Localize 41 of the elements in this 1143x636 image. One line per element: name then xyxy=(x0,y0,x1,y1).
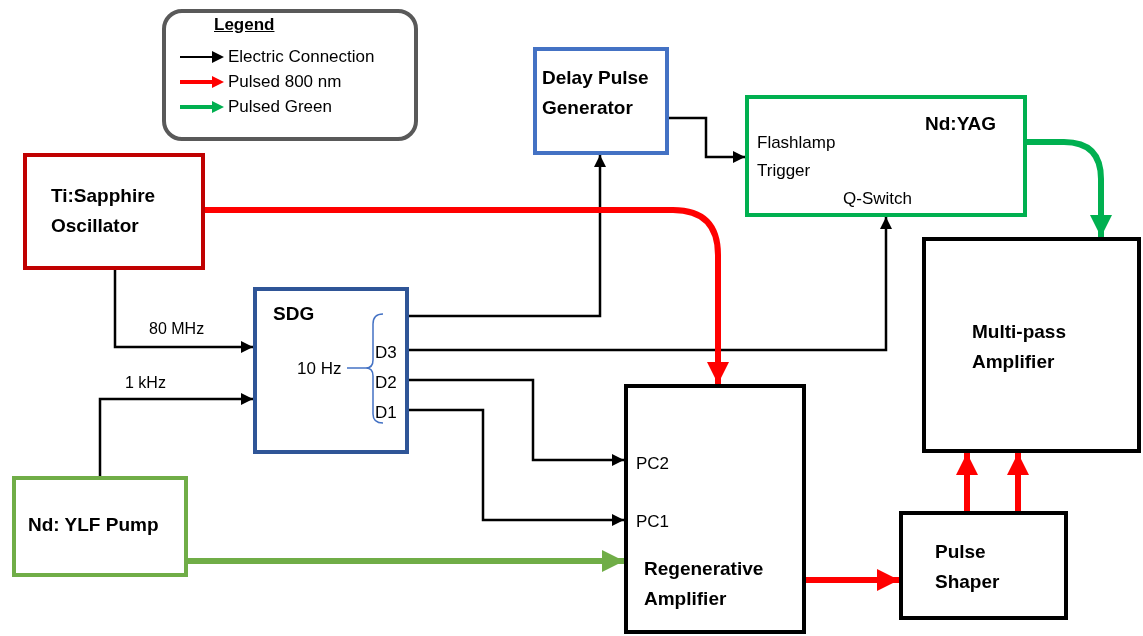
box-title: Delay Pulse Generator xyxy=(542,66,650,120)
legend-title: Legend xyxy=(214,14,275,36)
arrow xyxy=(409,378,624,466)
box-title: Ti:Sapphire Oscillator xyxy=(51,184,157,238)
box-label: Regenerative Amplifier xyxy=(644,557,765,611)
generator-box xyxy=(533,47,669,155)
box-label: Q-Switch xyxy=(843,188,912,210)
arrow xyxy=(669,116,745,163)
box-label: Flashlamp Trigger xyxy=(757,132,837,182)
arrow xyxy=(1007,453,1029,511)
port-label: D3 xyxy=(375,342,397,364)
arrow xyxy=(113,270,253,353)
oscillator-box xyxy=(23,153,205,270)
box-label: 10 Hz xyxy=(297,358,342,380)
arrow xyxy=(205,207,729,384)
arrow xyxy=(409,217,892,352)
arrow xyxy=(409,155,606,318)
port-label: D1 xyxy=(375,402,397,424)
generator-box xyxy=(253,287,409,454)
arrow xyxy=(409,408,624,526)
legend-text: Electric Connection xyxy=(228,46,375,68)
arrow xyxy=(188,550,624,572)
arrow xyxy=(1027,139,1112,237)
amplifier-box xyxy=(922,237,1141,453)
box-title: Nd:YAG xyxy=(925,112,998,136)
pump-laser-box xyxy=(12,476,188,577)
box-title: SDG xyxy=(273,302,316,326)
shaper-box xyxy=(899,511,1068,620)
port-label: D2 xyxy=(375,372,397,394)
box-label: PC1 xyxy=(636,511,670,533)
box-title: Pulse Shaper xyxy=(935,540,1001,594)
box-label: PC2 xyxy=(636,453,670,475)
box-title: Nd: YLF Pump xyxy=(28,513,160,537)
arrow xyxy=(806,569,899,591)
arrow xyxy=(98,393,253,476)
legend-text: Pulsed Green xyxy=(228,96,332,118)
box-title: Multi-pass Amplifier xyxy=(972,320,1067,374)
laser-box xyxy=(745,95,1027,217)
arrow xyxy=(956,453,978,511)
legend-text: Pulsed 800 nm xyxy=(228,71,342,93)
amplifier-box xyxy=(624,384,806,634)
